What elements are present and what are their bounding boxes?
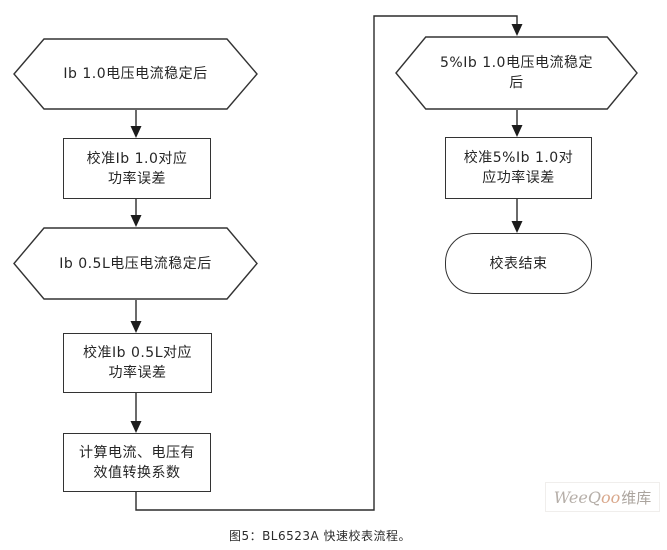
hexagon-shape-icon	[395, 36, 638, 110]
hexagon-shape-icon	[13, 38, 258, 110]
arrowhead-icon	[130, 321, 142, 333]
node-text-line: 后	[509, 75, 524, 91]
arrowhead-icon	[130, 215, 142, 227]
flow-node-cal-ib10: 校准Ib 1.0对应 功率误差	[63, 138, 211, 199]
watermark-latin-text: WeeQoo	[554, 488, 620, 507]
node-text-line: 校准Ib 1.0对应	[86, 150, 188, 167]
node-text-line: Ib 1.0电压电流稳定后	[63, 66, 208, 82]
flow-node-5pct-ib10-stable: 5%Ib 1.0电压电流稳定 后	[395, 36, 638, 110]
node-text-line: 功率误差	[107, 170, 166, 187]
flow-node-ib05l-stable: Ib 0.5L电压电流稳定后	[13, 227, 258, 300]
node-text-line: 校表结束	[489, 255, 548, 272]
flow-node-cal-ib05l: 校准Ib 0.5L对应 功率误差	[63, 333, 212, 393]
node-text-line: 功率误差	[108, 365, 167, 381]
flow-node-cal-5pct-ib10: 校准5%Ib 1.0对 应功率误差	[445, 137, 592, 199]
flow-node-end: 校表结束	[445, 233, 592, 294]
arrowhead-icon	[511, 221, 523, 233]
arrowhead-icon	[511, 125, 523, 137]
flow-node-calc-rms: 计算电流、电压有 效值转换系数	[63, 433, 211, 492]
arrowhead-icon	[511, 24, 523, 36]
node-text-line: 应功率误差	[482, 170, 555, 186]
node-text-line: 效值转换系数	[93, 464, 181, 481]
node-text-line: Ib 0.5L电压电流稳定后	[59, 255, 212, 272]
node-text-line: 5%Ib 1.0电压电流稳定	[440, 55, 593, 71]
flow-node-ib10-stable: Ib 1.0电压电流稳定后	[13, 38, 258, 110]
node-text-line: 校准5%Ib 1.0对	[463, 150, 574, 166]
figure-caption: 图5：BL6523A 快速校表流程。	[228, 529, 412, 543]
watermark-prefix: WeeQ	[553, 487, 601, 507]
arrowhead-icon	[130, 421, 142, 433]
hexagon-shape-icon	[13, 227, 258, 300]
watermark-cjk-text: 维库	[621, 488, 652, 507]
node-text-line: 校准Ib 0.5L对应	[82, 345, 193, 361]
node-text-line: 计算电流、电压有	[79, 444, 195, 461]
connector-line-left-to-right-column	[135, 15, 518, 511]
arrowhead-icon	[130, 126, 142, 138]
watermark-accent: oo	[600, 487, 621, 507]
